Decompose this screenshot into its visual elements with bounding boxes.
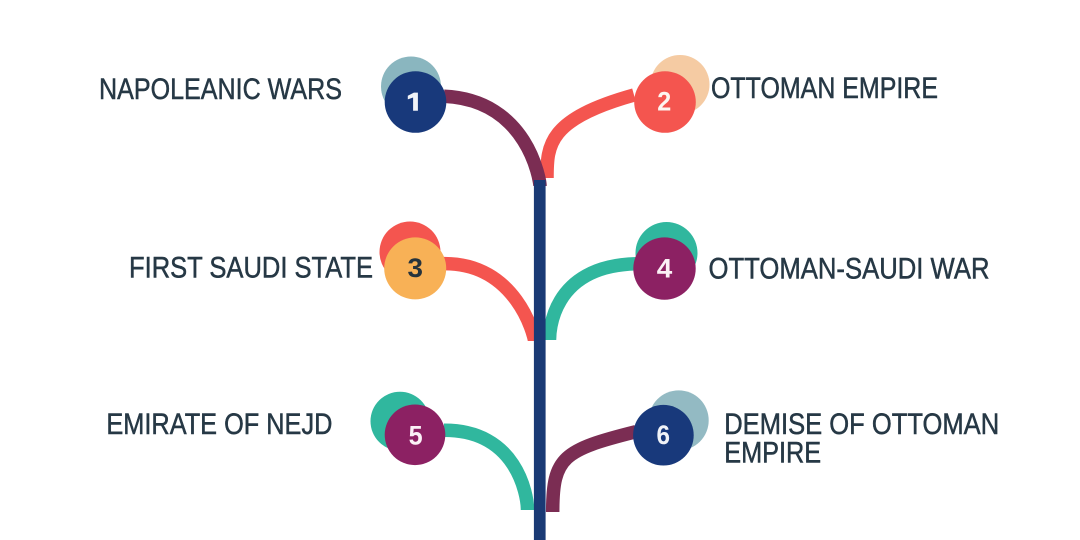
- svg-text:6: 6: [657, 420, 671, 450]
- svg-text:NAPOLEANIC WARS: NAPOLEANIC WARS: [99, 73, 342, 106]
- svg-text:OTTOMAN-SAUDI WAR: OTTOMAN-SAUDI WAR: [709, 252, 990, 285]
- svg-text:2: 2: [657, 87, 671, 117]
- svg-text:OTTOMAN EMPIRE: OTTOMAN EMPIRE: [711, 72, 938, 105]
- svg-text:FIRST SAUDI STATE: FIRST SAUDI STATE: [129, 252, 373, 285]
- svg-text:4: 4: [657, 253, 673, 283]
- svg-text:EMPIRE: EMPIRE: [724, 436, 821, 469]
- svg-text:EMIRATE OF NEJD: EMIRATE OF NEJD: [106, 408, 332, 441]
- svg-text:DEMISE OF OTTOMAN: DEMISE OF OTTOMAN: [724, 408, 999, 441]
- svg-text:5: 5: [409, 420, 423, 450]
- svg-text:3: 3: [408, 253, 424, 283]
